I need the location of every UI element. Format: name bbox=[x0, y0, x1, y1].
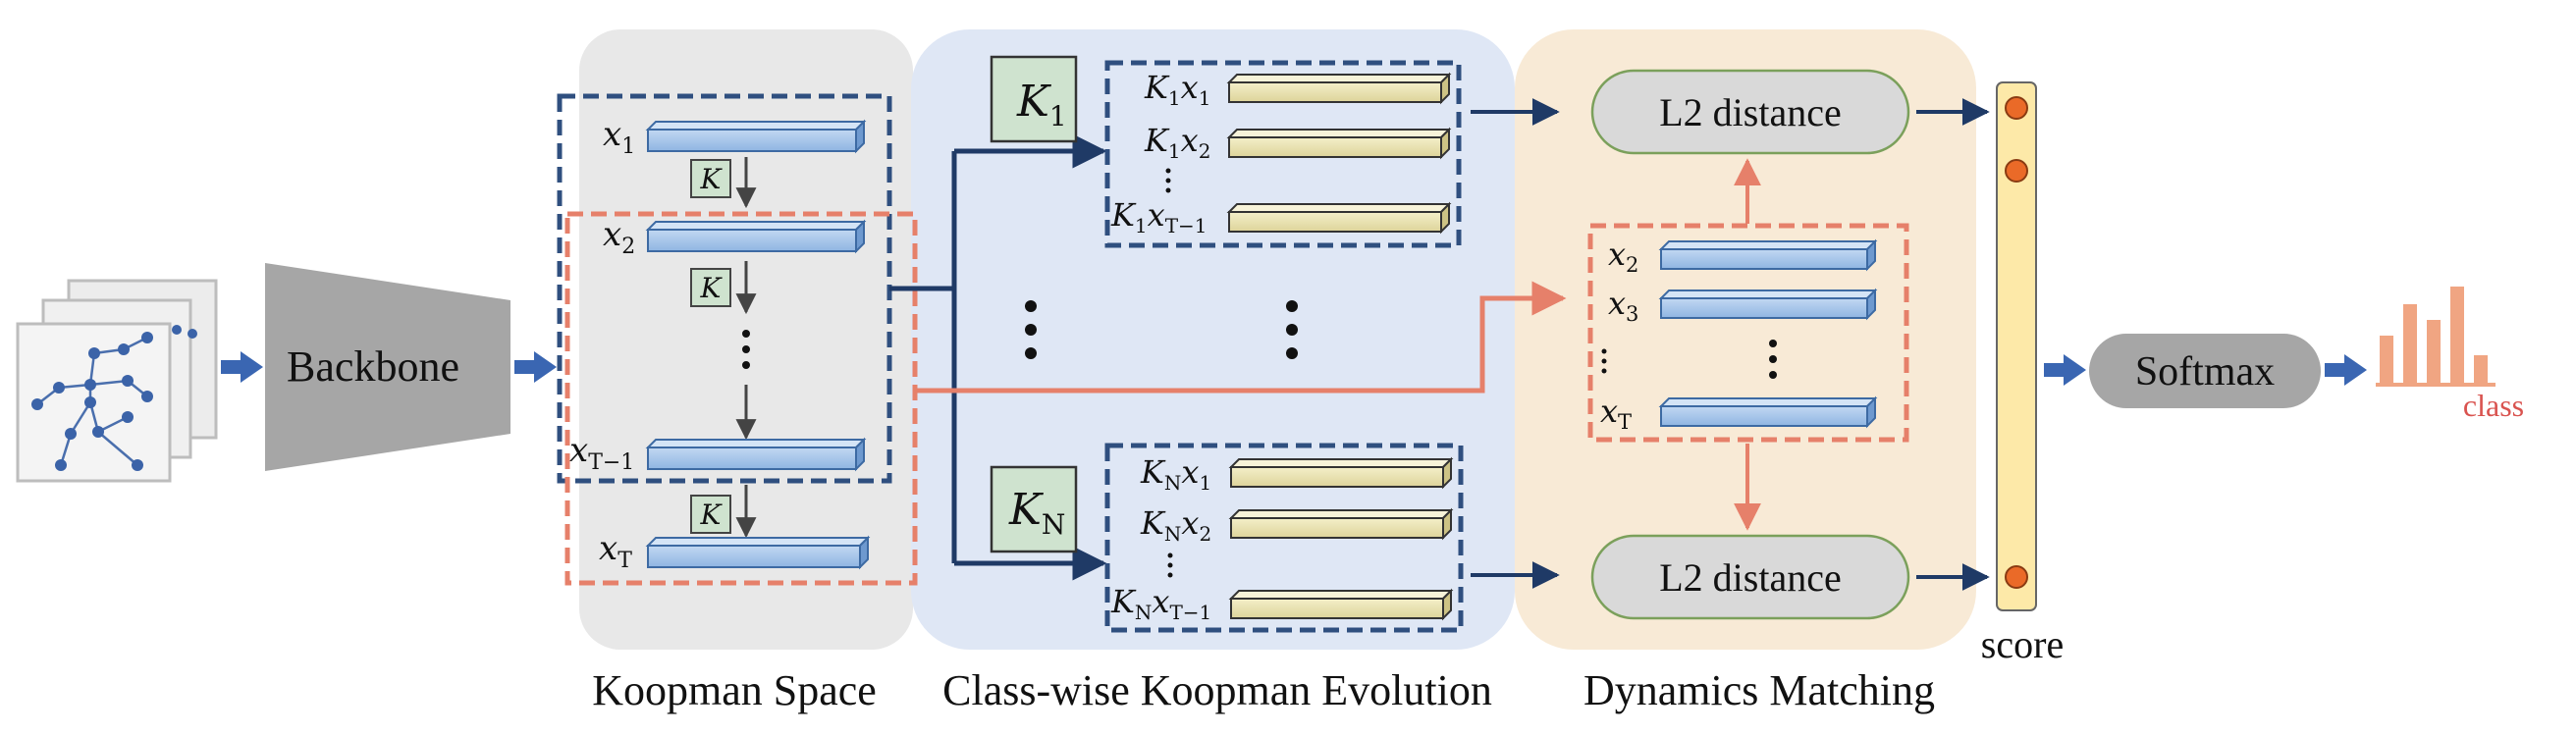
section-label-class-wise-evolution: Class-wise Koopman Evolution bbox=[942, 666, 1492, 714]
score-dot-n bbox=[2005, 565, 2028, 589]
softmax-label: Softmax bbox=[2135, 349, 2275, 394]
matching-left-ellipsis bbox=[1601, 348, 1607, 374]
arrow-input-to-backbone bbox=[221, 351, 263, 383]
label-k1x1: K1x1 bbox=[1144, 69, 1210, 110]
target-vector-x2 bbox=[1658, 238, 1878, 272]
evolution-group-k1 bbox=[1104, 60, 1462, 248]
yellow-vector-knxT-1 bbox=[1228, 588, 1454, 621]
label-k1x2: K1x2 bbox=[1144, 122, 1210, 163]
section-label-koopman-space: Koopman Space bbox=[592, 666, 877, 714]
yellow-vector-k1x2 bbox=[1226, 127, 1452, 160]
target-label-x3: x3 bbox=[1608, 285, 1638, 326]
arrow-score-to-softmax bbox=[2044, 354, 2086, 386]
score-dot-1 bbox=[2005, 96, 2028, 120]
softmax-block bbox=[2089, 334, 2321, 408]
evolution-group-kn bbox=[1104, 443, 1464, 633]
evolution-top-ellipsis bbox=[1165, 168, 1171, 193]
l2-distance-top bbox=[1590, 69, 1910, 155]
label-knxT-1: KNxT−1 bbox=[1110, 583, 1211, 624]
score-vector bbox=[1996, 81, 2037, 611]
target-label-x2: x2 bbox=[1608, 236, 1638, 277]
label-xT-1: xT−1 bbox=[569, 431, 634, 475]
operator-kn-box bbox=[990, 465, 1078, 553]
evolution-middle-ellipsis-left bbox=[1025, 300, 1037, 359]
k-operator-box-3 bbox=[690, 495, 731, 534]
vector-xT-1 bbox=[645, 437, 867, 472]
score-dot-2 bbox=[2005, 159, 2028, 183]
koopman-salmon-dashed-group bbox=[564, 211, 918, 586]
target-label-xT: xT bbox=[1600, 393, 1632, 434]
yellow-vector-k1xT-1 bbox=[1226, 201, 1452, 235]
branch-connector-navy bbox=[889, 133, 1107, 581]
l2-distance-bottom bbox=[1590, 534, 1910, 620]
class-label: class bbox=[2463, 388, 2524, 423]
operator-k1-box bbox=[990, 55, 1078, 143]
l2-distance-top-label: L2 distance bbox=[1659, 90, 1842, 134]
target-vector-x3 bbox=[1658, 288, 1878, 321]
l2-distance-bottom-label: L2 distance bbox=[1659, 555, 1842, 600]
evolution-middle-ellipsis-right bbox=[1286, 300, 1298, 359]
operator-kn-label: KN bbox=[1008, 485, 1065, 541]
vector-x2 bbox=[645, 219, 867, 254]
matching-center-ellipsis bbox=[1769, 340, 1777, 379]
k-operator-label-1: K bbox=[700, 163, 724, 195]
vector-xT bbox=[645, 535, 871, 570]
skeleton-input bbox=[16, 279, 218, 483]
target-vector-xT bbox=[1658, 395, 1878, 429]
k-operator-label-2: K bbox=[700, 272, 724, 304]
label-x1: x1 bbox=[603, 115, 635, 159]
panel-dynamics-matching bbox=[1515, 29, 1976, 650]
k-operator-label-3: K bbox=[700, 499, 724, 531]
class-probability-histogram bbox=[2376, 287, 2496, 387]
arrow-softmax-to-class bbox=[2325, 354, 2367, 386]
yellow-vector-knx1 bbox=[1228, 456, 1454, 490]
label-knx2: KNx2 bbox=[1140, 504, 1211, 546]
connector-salmon-to-matching bbox=[915, 281, 1567, 394]
score-label: score bbox=[1981, 622, 2064, 666]
backbone-label: Backbone bbox=[287, 342, 459, 391]
evolution-bottom-ellipsis bbox=[1167, 552, 1173, 578]
yellow-vector-knx2 bbox=[1228, 507, 1454, 541]
matching-target-group bbox=[1587, 223, 1909, 443]
k-operator-box-2 bbox=[690, 268, 731, 307]
arrow-backbone-to-koopman bbox=[514, 351, 557, 383]
backbone-block bbox=[265, 263, 510, 471]
operator-k1-label: K1 bbox=[1016, 77, 1067, 132]
label-xT: xT bbox=[599, 529, 632, 573]
k-operator-box-1 bbox=[690, 159, 731, 198]
label-knx1: KNx1 bbox=[1140, 453, 1211, 495]
vector-x1 bbox=[645, 119, 867, 154]
panel-koopman-space bbox=[579, 29, 913, 650]
koopman-ellipsis bbox=[742, 330, 750, 369]
label-x2: x2 bbox=[603, 215, 635, 259]
label-k1xT-1: K1xT−1 bbox=[1110, 196, 1208, 237]
yellow-vector-k1x1 bbox=[1226, 72, 1452, 105]
section-label-dynamics-matching: Dynamics Matching bbox=[1583, 666, 1935, 714]
